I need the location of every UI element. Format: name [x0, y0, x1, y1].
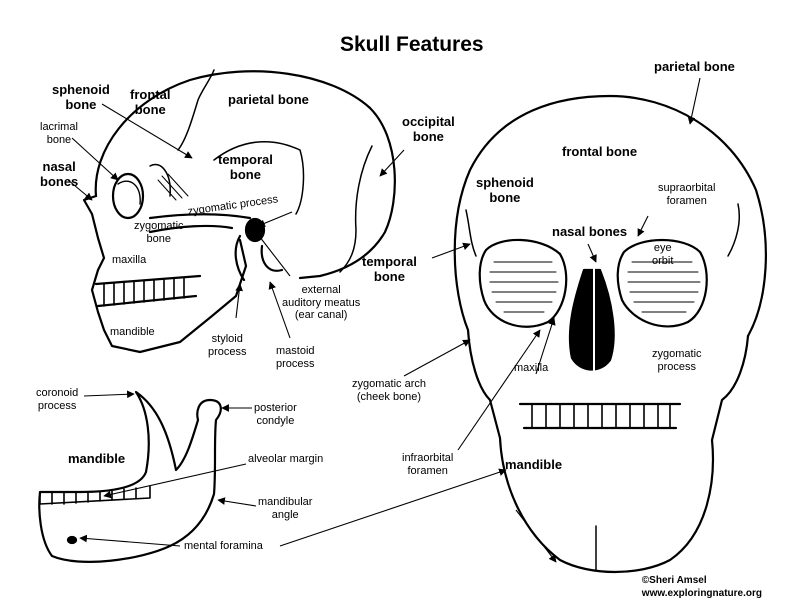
label-zygomatic-arch: zygomatic arch(cheek bone) — [352, 378, 426, 403]
credit-author: ©Sheri Amsel — [641, 575, 707, 586]
label-frontal-bone-front: frontal bone — [562, 144, 638, 159]
credit-site: www.exploringnature.org — [641, 587, 762, 599]
label-mandible-side: mandible — [110, 326, 155, 338]
label-parietal-bone-side: parietal bone — [228, 92, 309, 107]
label-mandible-bottom: mandible — [68, 451, 126, 466]
credit-block: ©Sheri Amsel www.exploringnature.org — [642, 575, 762, 600]
label-alveolar-margin: alveolar margin — [248, 453, 324, 465]
label-mandible-front: mandible — [505, 457, 563, 472]
label-maxilla-side: maxilla — [112, 254, 147, 266]
label-parietal-bone-front: parietal bone — [654, 59, 735, 74]
leader-lines — [67, 77, 701, 563]
front-skull — [453, 94, 767, 574]
page-title: Skull Features — [340, 33, 484, 56]
label-mental-foramina: mental foramina — [184, 540, 263, 552]
label-maxilla-front: maxilla — [514, 362, 549, 374]
label-nasal-bones-front: nasal bones — [552, 224, 628, 239]
mandible-bone — [38, 390, 222, 563]
